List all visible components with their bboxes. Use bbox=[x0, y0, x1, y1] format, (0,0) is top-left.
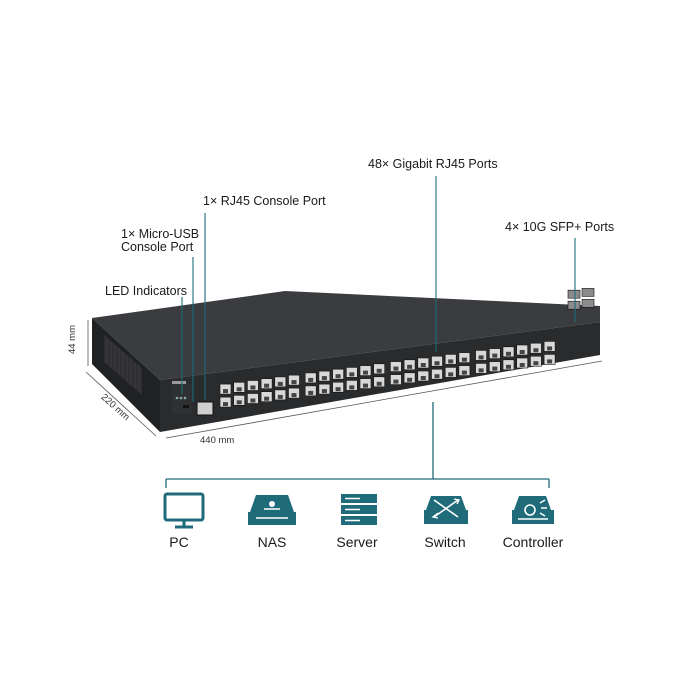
brand-logo bbox=[172, 381, 186, 384]
rj45-port-socket bbox=[277, 394, 283, 399]
server-icon bbox=[341, 494, 377, 525]
rj45-port-socket bbox=[250, 398, 256, 403]
led-dot bbox=[183, 396, 187, 400]
rj45-port-socket bbox=[407, 377, 413, 382]
rj45-port-row-top bbox=[219, 341, 556, 395]
rj45-port-socket bbox=[236, 400, 242, 405]
nas-icon bbox=[248, 495, 296, 525]
label-micro-usb-line2: Console Port bbox=[121, 240, 194, 254]
rj45-port-socket bbox=[420, 363, 426, 367]
rj45-port-socket bbox=[223, 389, 228, 394]
controller-icon bbox=[512, 496, 554, 524]
sfp-port bbox=[567, 300, 581, 310]
label-micro-usb-line1: 1× Micro-USB bbox=[121, 227, 200, 241]
rj45-port-socket bbox=[547, 346, 553, 351]
rj45-port-socket bbox=[363, 370, 368, 375]
sfp-ports bbox=[567, 288, 595, 310]
device-label-controller: Controller bbox=[502, 534, 564, 550]
rj45-port-socket bbox=[506, 351, 511, 356]
rj45-port-socket bbox=[448, 359, 454, 364]
rj45-port-socket bbox=[363, 383, 368, 388]
dim-line-depth bbox=[85, 371, 157, 437]
device-label-pc: PC bbox=[169, 534, 189, 550]
micro-usb-port bbox=[183, 405, 189, 408]
rj45-port-socket bbox=[461, 357, 467, 362]
device-label-switch: Switch bbox=[424, 534, 466, 550]
label-led-indicators: LED Indicators bbox=[105, 284, 187, 298]
rj45-port-socket bbox=[349, 372, 355, 377]
pc-icon bbox=[163, 492, 205, 529]
label-sfp-ports: 4× 10G SFP+ Ports bbox=[505, 220, 615, 234]
rj45-port-socket bbox=[478, 355, 484, 360]
rj45-port-socket bbox=[264, 383, 270, 388]
dim-height-label: 44 mm bbox=[67, 324, 79, 355]
dimension-lines bbox=[85, 320, 603, 439]
rj45-port-socket bbox=[321, 376, 327, 381]
rj45-port-socket bbox=[223, 402, 228, 407]
rj45-port-socket bbox=[393, 379, 399, 384]
rj45-port-socket bbox=[434, 361, 440, 366]
dim-line-width bbox=[165, 360, 603, 439]
rj45-port-socket bbox=[236, 387, 242, 392]
rj45-port-socket bbox=[291, 393, 297, 398]
rj45-port-socket bbox=[492, 353, 498, 358]
rj45-port-socket bbox=[376, 381, 382, 386]
rj45-port-socket bbox=[308, 390, 314, 395]
label-rj45-console-port: 1× RJ45 Console Port bbox=[203, 194, 326, 208]
device-label-nas: NAS bbox=[257, 534, 287, 550]
rj45-port-socket bbox=[376, 368, 382, 373]
rj45-port-socket bbox=[492, 366, 498, 371]
sfp-port bbox=[581, 299, 595, 308]
rj45-port-socket bbox=[291, 380, 297, 385]
rj45-port-socket bbox=[250, 385, 256, 390]
rj45-port-socket bbox=[308, 377, 314, 382]
rj45-port-socket bbox=[321, 389, 327, 394]
led-dot bbox=[179, 396, 183, 400]
rj45-console-port bbox=[196, 401, 214, 416]
dim-width-label: 440 mm bbox=[200, 435, 235, 446]
switch-icon bbox=[424, 496, 468, 524]
rj45-port-socket bbox=[277, 381, 283, 386]
rj45-port-socket bbox=[448, 372, 454, 377]
label-gigabit-ports: 48× Gigabit RJ45 Ports bbox=[368, 157, 498, 171]
side-vent-slots bbox=[106, 338, 140, 392]
rj45-port-socket bbox=[519, 350, 525, 354]
sfp-port bbox=[581, 288, 595, 297]
rj45-port-socket bbox=[393, 366, 399, 371]
rj45-port-socket bbox=[335, 387, 341, 392]
rj45-port-socket bbox=[506, 364, 511, 369]
rj45-port-socket bbox=[349, 385, 355, 390]
rj45-port-socket bbox=[407, 364, 413, 369]
connection-tree bbox=[165, 402, 550, 488]
rj45-port-socket bbox=[264, 396, 270, 401]
rj45-port-socket bbox=[420, 376, 426, 380]
chassis-top bbox=[92, 291, 600, 380]
rj45-port-socket bbox=[335, 374, 341, 379]
callout-lines bbox=[181, 176, 576, 402]
rj45-port-row-bottom bbox=[219, 354, 556, 408]
rj45-port-socket bbox=[478, 368, 484, 373]
rj45-port-socket bbox=[533, 348, 539, 353]
rj45-port-socket bbox=[519, 363, 525, 367]
device-label-server: Server bbox=[336, 534, 378, 550]
rj45-port-socket bbox=[547, 359, 553, 364]
led-dot bbox=[175, 396, 179, 400]
rj45-port-socket bbox=[461, 370, 467, 375]
rj45-port-socket bbox=[533, 361, 539, 366]
rj45-port-socket bbox=[434, 374, 440, 379]
sfp-port bbox=[567, 289, 581, 299]
